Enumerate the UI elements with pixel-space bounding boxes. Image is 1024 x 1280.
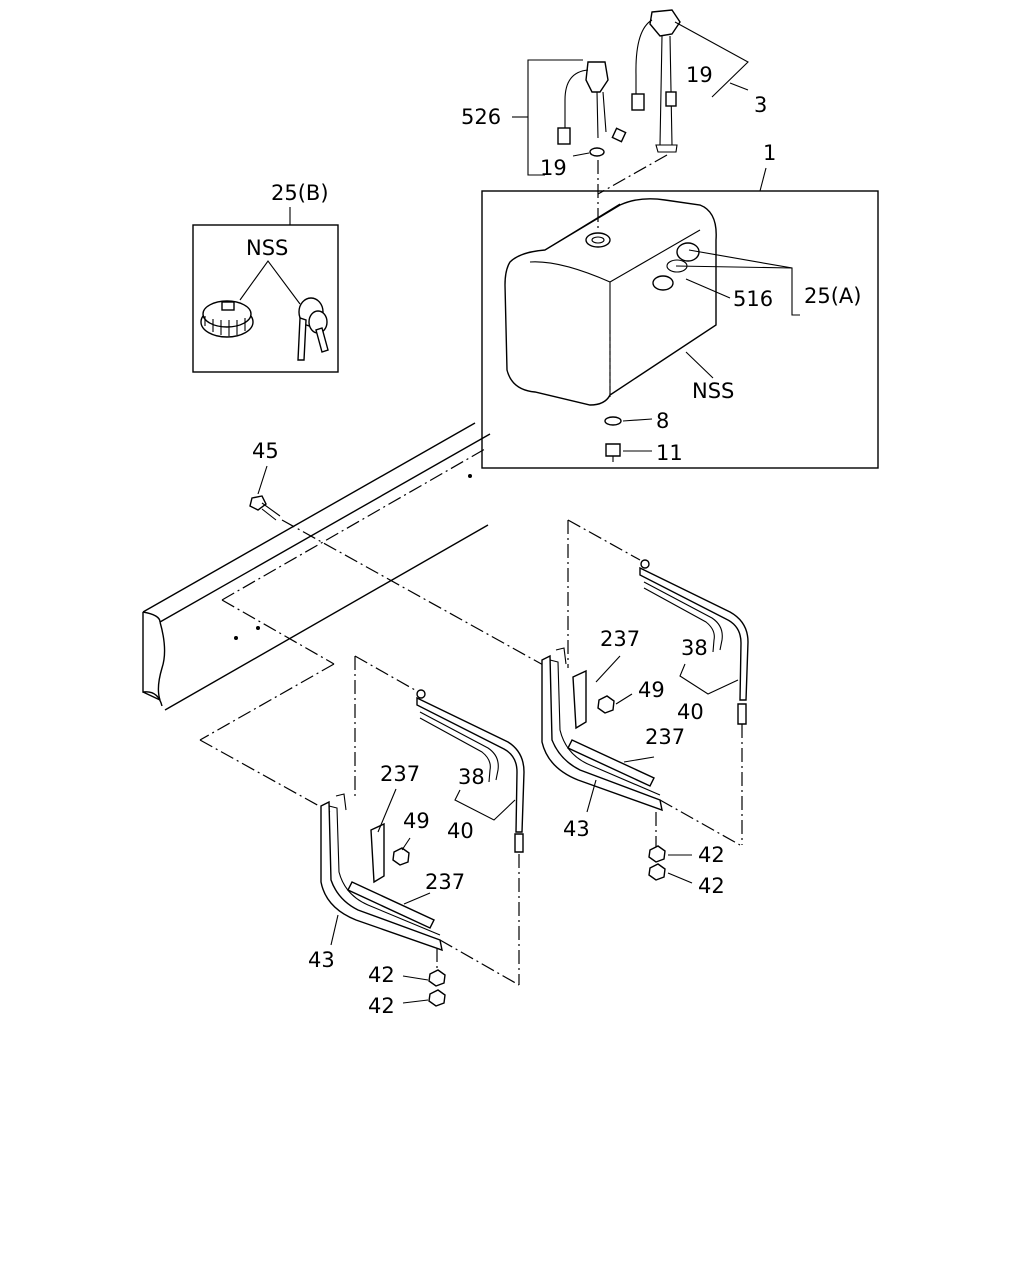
sender-gasket bbox=[589, 147, 605, 157]
label-3: 3 bbox=[754, 93, 767, 117]
label-1: 1 bbox=[763, 141, 776, 165]
bracket-assembly-right bbox=[541, 519, 749, 884]
nut-49 bbox=[392, 847, 410, 866]
label-237: 237 bbox=[645, 725, 685, 749]
rubber-cushion-237 bbox=[567, 739, 655, 787]
label-nss-tank: NSS bbox=[692, 379, 734, 403]
accessory-box-25b bbox=[192, 207, 339, 373]
label-43: 43 bbox=[308, 948, 335, 972]
filler-neck bbox=[676, 242, 700, 262]
label-43: 43 bbox=[563, 817, 590, 841]
label-40: 40 bbox=[447, 819, 474, 843]
bolt-icon bbox=[249, 495, 267, 511]
rubber-cushion-237 bbox=[572, 669, 587, 730]
tank-strap-40 bbox=[639, 566, 749, 701]
tank-bracket-43 bbox=[541, 654, 663, 812]
fuel-sender-units bbox=[512, 9, 749, 232]
label-237: 237 bbox=[380, 762, 420, 786]
label-237: 237 bbox=[425, 870, 465, 894]
callout-labels: 526 19 19 3 1 25(B) NSS 516 25(A) NSS 8 … bbox=[246, 63, 861, 1018]
drain-washer bbox=[604, 416, 622, 426]
sender-port bbox=[585, 232, 611, 248]
label-42: 42 bbox=[368, 994, 395, 1018]
label-237: 237 bbox=[600, 627, 640, 651]
label-42: 42 bbox=[698, 843, 725, 867]
rubber-cushion-237 bbox=[370, 822, 385, 884]
label-40: 40 bbox=[677, 700, 704, 724]
label-25a: 25(A) bbox=[804, 284, 861, 308]
tank-bracket-43 bbox=[320, 800, 443, 952]
sender-unit-3 bbox=[649, 9, 681, 37]
nut-42 bbox=[428, 989, 446, 1007]
label-19-sender: 19 bbox=[540, 156, 567, 180]
drain-plug-icon bbox=[605, 443, 621, 457]
tank-strap-40 bbox=[416, 696, 525, 833]
bolt-45 bbox=[249, 465, 546, 667]
label-11: 11 bbox=[656, 441, 683, 465]
label-19-sender3: 19 bbox=[686, 63, 713, 87]
bracket-assembly-left bbox=[199, 655, 525, 1007]
label-42: 42 bbox=[368, 963, 395, 987]
sender-unit-526 bbox=[585, 61, 609, 93]
fuel-tank-assembly bbox=[481, 167, 879, 469]
label-38: 38 bbox=[681, 636, 708, 660]
accessory-frame bbox=[192, 224, 339, 373]
label-49: 49 bbox=[638, 678, 665, 702]
rubber-cushion-237 bbox=[347, 881, 435, 929]
tank-assembly-frame bbox=[481, 190, 879, 469]
label-25b: 25(B) bbox=[271, 181, 329, 205]
key-icon bbox=[297, 297, 329, 361]
nut-42 bbox=[648, 863, 666, 881]
label-49: 49 bbox=[403, 809, 430, 833]
label-38: 38 bbox=[458, 765, 485, 789]
label-nss-cap: NSS bbox=[246, 236, 288, 260]
frame-rail bbox=[142, 422, 491, 741]
nut-42 bbox=[648, 845, 666, 863]
label-45: 45 bbox=[252, 439, 279, 463]
fuel-tank bbox=[504, 198, 717, 406]
label-516: 516 bbox=[733, 287, 773, 311]
label-526: 526 bbox=[461, 105, 501, 129]
nut-49 bbox=[597, 695, 615, 714]
label-42: 42 bbox=[698, 874, 725, 898]
nut-42 bbox=[428, 969, 446, 987]
label-8: 8 bbox=[656, 409, 669, 433]
